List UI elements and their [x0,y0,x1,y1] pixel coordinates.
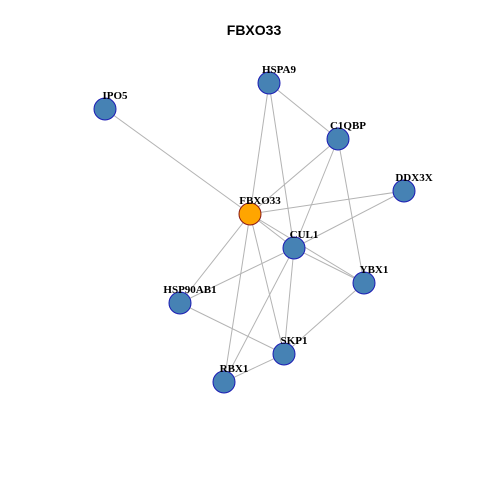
node-ybx1: YBX1 [352,264,389,295]
node-hspa9: HSPA9 [257,64,297,95]
edge-fbxo33-skp1 [249,213,285,355]
edge-fbxo33-rbx1 [223,213,251,383]
node-skp1: SKP1 [272,335,308,366]
node-circle [326,127,350,151]
node-circle [257,71,281,95]
edge-fbxo33-ybx1 [249,213,365,284]
node-ddx3x: DDX3X [392,172,433,203]
edge-c1qbp-cul1 [293,138,339,249]
node-circle [212,370,236,394]
edge-cul1-rbx1 [223,247,295,383]
node-ipo5: IPO5 [93,90,128,121]
node-label: DDX3X [395,172,432,184]
edge-ddx3x-fbxo33 [249,190,405,215]
edge-ybx1-skp1 [283,282,365,355]
edges-layer [104,82,405,383]
node-label: RBX1 [220,363,249,375]
node-label: HSPA9 [262,64,297,76]
node-cul1: CUL1 [282,229,319,260]
node-circle [282,236,306,260]
node-circle [392,179,416,203]
node-label: HSP90AB1 [163,284,216,296]
edge-hspa9-cul1 [268,82,295,249]
node-circle [352,271,376,295]
graph-title: FBXO33 [227,22,282,38]
edge-c1qbp-fbxo33 [249,138,339,215]
node-hsp90ab1: HSP90AB1 [163,284,217,315]
edge-hspa9-c1qbp [268,82,339,140]
edge-cul1-skp1 [283,247,295,355]
node-label: C1QBP [330,120,366,132]
node-label: SKP1 [281,335,308,347]
node-label: FBXO33 [239,195,281,207]
node-c1qbp: C1QBP [326,120,366,151]
edge-c1qbp-ybx1 [337,138,365,284]
edge-fbxo33-hsp90ab1 [179,213,251,304]
node-circle [272,342,296,366]
node-fbxo33: FBXO33 [238,195,281,226]
edge-ddx3x-cul1 [293,190,405,249]
node-label: IPO5 [102,90,128,102]
edge-hspa9-fbxo33 [249,82,270,215]
edge-hsp90ab1-skp1 [179,302,285,355]
node-circle [93,97,117,121]
node-label: CUL1 [290,229,319,241]
node-label: YBX1 [360,264,389,276]
node-circle [168,291,192,315]
edge-cul1-ybx1 [293,247,365,284]
edge-cul1-hsp90ab1 [179,247,295,304]
edge-ipo5-fbxo33 [104,108,251,215]
node-circle [238,202,262,226]
node-rbx1: RBX1 [212,363,249,394]
